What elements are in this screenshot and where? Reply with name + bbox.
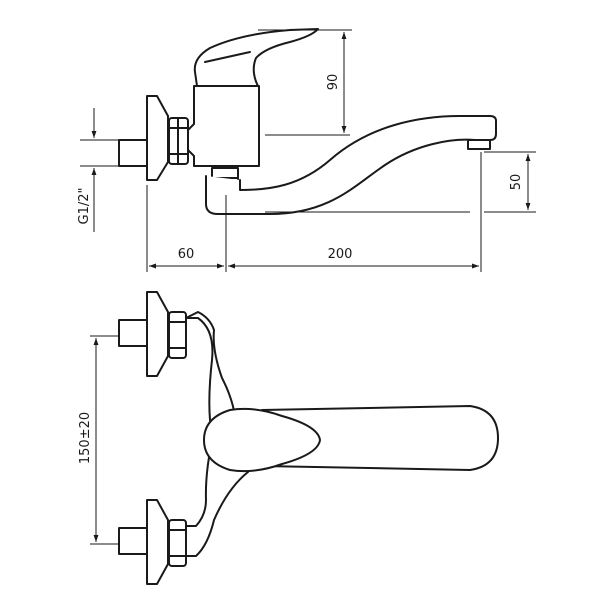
lever-top [203,407,321,473]
lever-handle [193,28,319,87]
upper-wall-flange [146,291,169,377]
wall-flange [146,95,169,181]
lower-wall-flange [146,499,169,585]
upper-inlet-connector [118,319,148,347]
lower-coupling-nut [168,519,187,567]
side-view-dimension-lines [80,29,536,272]
top-view-dimension-lines [90,335,119,545]
top-view [118,291,499,585]
spout-top [261,405,499,471]
dim-90-label: 90 [326,74,341,91]
upper-coupling-nut [168,311,187,359]
dim-200-label: 200 [328,247,353,262]
dim-60-label: 60 [178,247,195,262]
dim-50-label: 50 [509,174,524,191]
mixer-body [187,85,260,167]
inlet-connector [118,139,148,167]
side-view [118,28,497,215]
thread-size-label: G1/2" [77,188,92,225]
aerator [467,139,491,150]
lower-inlet-connector [118,527,148,555]
spacing-label: 150±20 [78,412,93,464]
